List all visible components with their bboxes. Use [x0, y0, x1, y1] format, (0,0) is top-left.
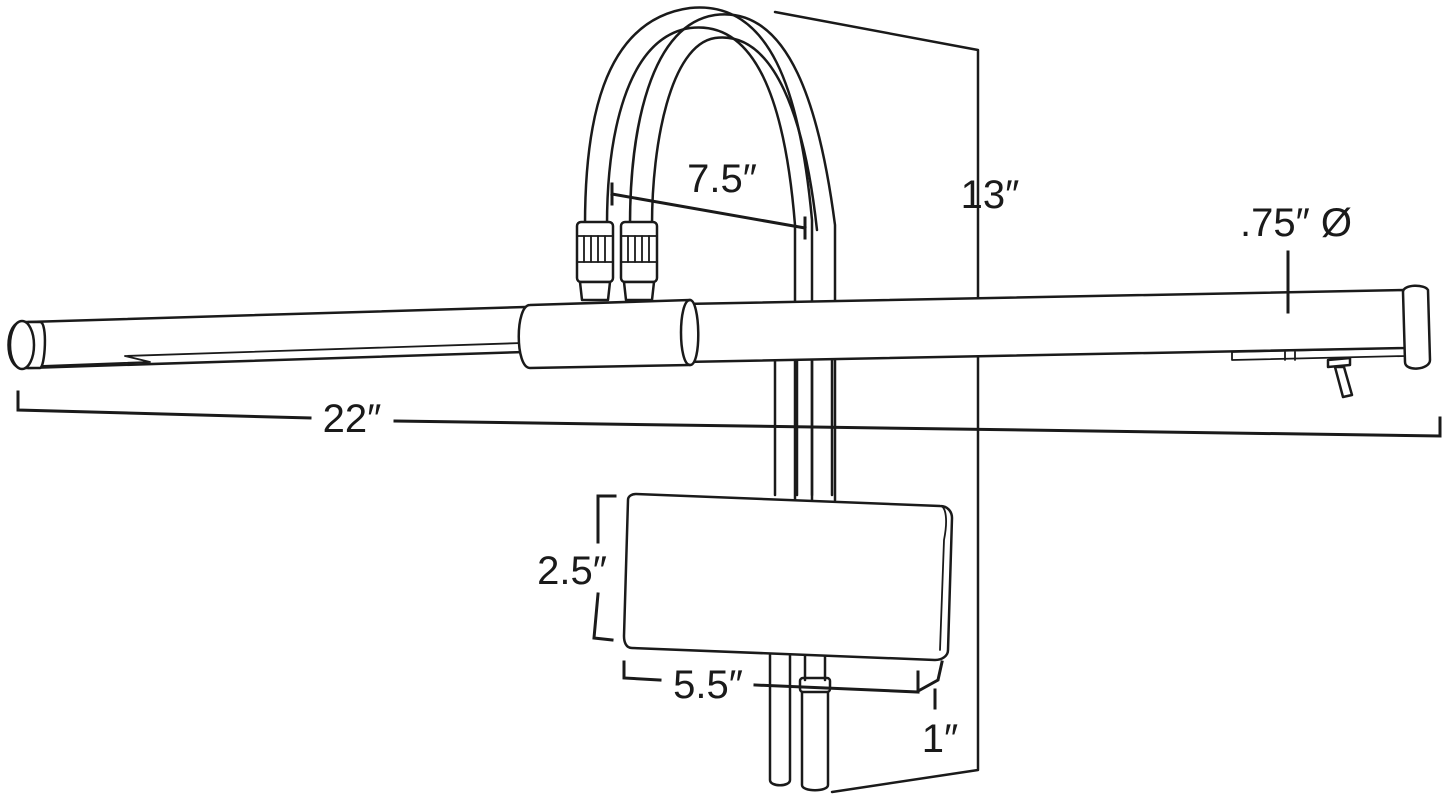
- base-height-label: 2.5″: [537, 549, 607, 593]
- arm-connectors: [575, 220, 659, 302]
- height-label: 13″: [961, 173, 1020, 217]
- length-dimension: [16, 390, 1442, 438]
- gooseneck-arms: [583, 6, 837, 792]
- base-width-dimension: [622, 660, 920, 694]
- arm-spread-label: 7.5″: [687, 157, 757, 201]
- arm-spread-dimension: [610, 182, 807, 240]
- base-depth-dimension: [917, 660, 944, 710]
- light-bar: [7, 284, 1432, 399]
- base-depth-label: 1″: [922, 717, 958, 761]
- base-width-label: 5.5″: [673, 663, 743, 707]
- length-label: 22″: [323, 397, 382, 441]
- base-box: [622, 492, 954, 662]
- diameter-label: .75″ Ø: [1240, 201, 1352, 245]
- base-height-dimension: [592, 494, 617, 642]
